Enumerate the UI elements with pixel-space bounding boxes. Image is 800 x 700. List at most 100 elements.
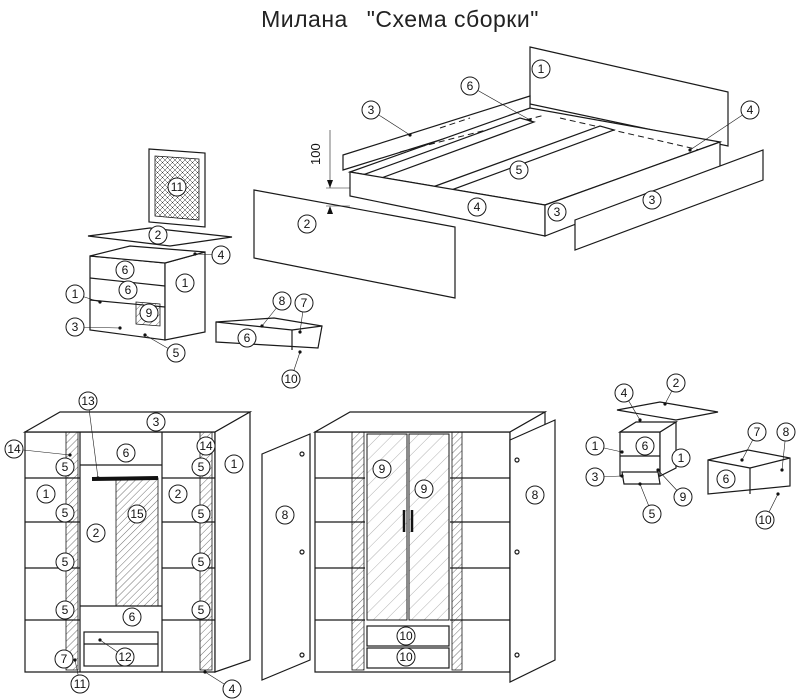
callout-number: 7 <box>61 652 68 666</box>
callout-number: 1 <box>43 487 50 501</box>
callout-wo-13: 13 <box>78 391 100 480</box>
callout-wc-9a: 9 <box>372 459 392 479</box>
wardrobe-closed-top <box>312 411 548 433</box>
wardrobe-door-hinge <box>299 652 305 658</box>
callout-circle <box>70 674 90 694</box>
callout-dr-8: 8 <box>260 291 292 328</box>
callout-circle <box>4 439 24 459</box>
title-subtitle: "Схема сборки" <box>366 6 539 32</box>
callout-number: 7 <box>301 296 308 310</box>
callout-leader-dot <box>203 670 207 674</box>
dresser-body-top <box>89 245 206 264</box>
callout-circle <box>191 457 211 477</box>
wardrobe-side-edge <box>451 431 463 671</box>
callout-dr-5: 5 <box>143 333 186 363</box>
dimension-arrow <box>327 180 333 188</box>
callout-circle <box>167 177 187 197</box>
callout-leader <box>469 85 531 121</box>
callout-bed-6: 6 <box>460 76 532 122</box>
callout-wo-15: 15 <box>127 504 147 524</box>
callout-ns-4: 4 <box>614 383 642 422</box>
callout-circle <box>585 467 605 487</box>
callout-dr-6b: 6 <box>118 280 138 300</box>
callout-dr-9: 9 <box>139 303 159 323</box>
callout-circle <box>65 317 85 337</box>
callout-ns-8: 8 <box>776 422 796 472</box>
callout-number: 4 <box>474 200 481 214</box>
callout-leader-dot <box>656 468 660 472</box>
callout-wo-5c: 5 <box>55 503 75 523</box>
callout-circle <box>414 479 434 499</box>
callout-wo-2a: 2 <box>168 484 188 504</box>
callout-wo-5f: 5 <box>191 552 211 572</box>
callout-circle <box>460 76 480 96</box>
wardrobe-hanger-panel <box>115 477 159 607</box>
wardrobe-door-left <box>261 433 311 681</box>
callout-circle <box>55 600 75 620</box>
callout-ns-7: 7 <box>740 422 767 462</box>
callout-number: 5 <box>62 555 69 569</box>
callout-ns-10: 10 <box>755 492 780 530</box>
callout-circle <box>168 484 188 504</box>
nightstand-drawer-edge <box>707 459 751 469</box>
callout-number: 5 <box>198 507 205 521</box>
callout-number: 1 <box>592 439 599 453</box>
callout-ns-9: 9 <box>656 468 693 507</box>
callout-circle <box>65 284 85 304</box>
callout-bed-4a: 4 <box>688 100 760 152</box>
callout-number: 3 <box>592 470 599 484</box>
callout-wo-5h: 5 <box>191 600 211 620</box>
callout-number: 5 <box>198 460 205 474</box>
wardrobe-open-top <box>22 411 253 433</box>
callout-number: 2 <box>175 487 182 501</box>
callout-number: 9 <box>680 490 687 504</box>
callout-circle <box>547 202 567 222</box>
callout-number: 1 <box>72 287 79 301</box>
callout-number: 6 <box>244 331 251 345</box>
callout-circle <box>671 448 691 468</box>
callout-number: 1 <box>231 457 238 471</box>
callout-ns-1b: 1 <box>671 448 691 468</box>
callout-circle <box>166 343 186 363</box>
callout-wc-10b: 10 <box>396 647 416 667</box>
callout-number: 3 <box>368 103 375 117</box>
callout-number: 5 <box>198 603 205 617</box>
callout-circle <box>396 626 416 646</box>
callout-number: 3 <box>554 205 561 219</box>
callout-leader-dot <box>638 418 642 422</box>
callout-circle <box>642 190 662 210</box>
dresser-drawer-edge <box>291 325 323 331</box>
callout-circle <box>297 214 317 234</box>
callout-number: 12 <box>118 650 132 664</box>
wardrobe-door-hinge <box>299 549 305 555</box>
callout-number: 9 <box>421 482 428 496</box>
callout-number: 8 <box>282 508 289 522</box>
callout-dr-6c: 6 <box>237 328 257 348</box>
callout-circle <box>531 59 551 79</box>
callout-leader-dot <box>740 458 744 462</box>
callout-circle <box>585 436 605 456</box>
callout-dr-10: 10 <box>281 350 302 389</box>
bed-headboard <box>529 46 729 147</box>
callout-wo-1b: 1 <box>36 484 56 504</box>
wardrobe-door-right <box>509 419 556 683</box>
callout-wo-5d: 5 <box>191 504 211 524</box>
callout-number: 3 <box>153 415 160 429</box>
callout-dr-4: 4 <box>193 245 231 265</box>
callout-leader-dot <box>776 492 780 496</box>
callout-wo-2b: 2 <box>86 523 106 543</box>
callout-wo-12: 12 <box>98 638 135 667</box>
callout-number: 2 <box>673 376 680 390</box>
dimension-arrow <box>327 206 333 214</box>
callout-number: 6 <box>123 446 130 460</box>
callout-bed-3b: 3 <box>547 202 567 222</box>
wardrobe-glass-door <box>408 433 450 621</box>
callout-circle <box>673 487 693 507</box>
callout-leader-dot <box>688 148 692 152</box>
callout-number: 6 <box>642 439 649 453</box>
callout-number: 10 <box>758 513 772 527</box>
callout-wo-5b: 5 <box>191 457 211 477</box>
callout-wo-6a: 6 <box>116 443 136 463</box>
callout-wo-7: 7 <box>54 649 74 669</box>
callout-circle <box>666 373 686 393</box>
